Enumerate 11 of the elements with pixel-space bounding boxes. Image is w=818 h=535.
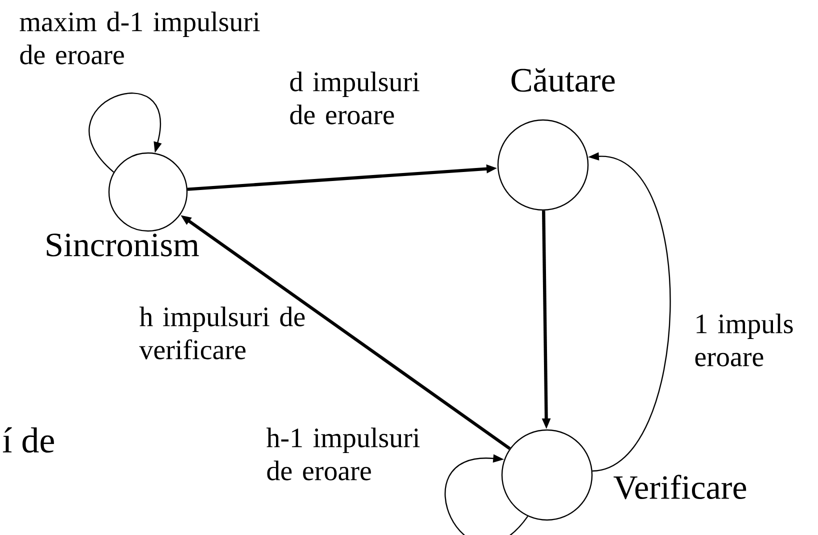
edge-label: d impulsuri de eroare — [290, 72, 420, 124]
cut-text: í de — [2, 427, 54, 453]
state-name: Sincronism — [46, 234, 199, 256]
state-name: Căutare — [512, 68, 615, 92]
arrow — [444, 454, 528, 535]
edge-label: h impulsuri de verificare — [139, 306, 305, 360]
edge-label: maxim d-1 impulsuri de eroare — [20, 12, 260, 64]
edge-label: h-1 impulsuri de eroare — [266, 428, 420, 480]
edge-label: 1 impuls eroare — [695, 314, 793, 366]
state-name: Verificare — [614, 474, 746, 500]
arrow — [89, 92, 162, 173]
